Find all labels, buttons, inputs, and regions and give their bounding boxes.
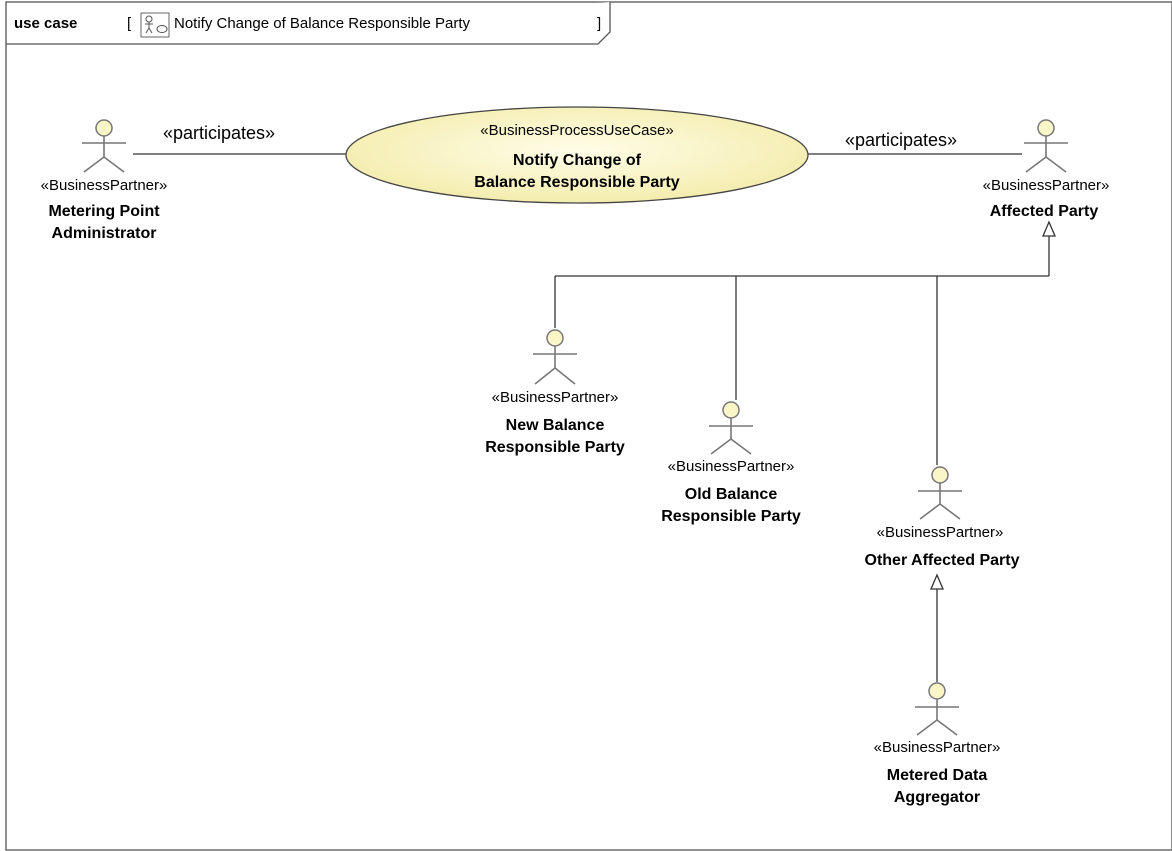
actor-stereotype: «BusinessPartner» — [668, 458, 795, 475]
actor-name-line2: Responsible Party — [661, 508, 801, 525]
actor-metered-data-aggregator[interactable]: «BusinessPartner» Metered Data Aggregato… — [874, 682, 1001, 806]
use-case-diagram-icon — [140, 12, 170, 38]
actor-name-line2: Administrator — [52, 225, 157, 242]
actor-icon — [533, 329, 577, 385]
generalization-arrowhead — [930, 573, 944, 590]
actor-stereotype: «BusinessPartner» — [41, 177, 168, 194]
actor-metering-point-administrator[interactable]: «BusinessPartner» Metering Point Adminis… — [41, 119, 168, 242]
actor-icon — [709, 401, 753, 455]
generalization-other-affected-party — [930, 573, 944, 682]
actor-stereotype: «BusinessPartner» — [874, 739, 1001, 756]
actor-icon — [918, 466, 962, 520]
actor-name-line2: Aggregator — [894, 789, 980, 806]
actor-icon — [82, 119, 126, 173]
actor-stereotype: «BusinessPartner» — [983, 177, 1110, 194]
actor-other-affected-party[interactable]: «BusinessPartner» Other Affected Party — [865, 466, 1020, 569]
frame-close-bracket: ] — [597, 15, 601, 32]
generalization-affected-party — [554, 220, 1056, 465]
actor-name-line1: Metered Data — [887, 767, 988, 784]
actor-name-line1: Affected Party — [990, 203, 1099, 220]
association-left-label: «participates» — [163, 123, 275, 143]
frame-keyword: use case — [14, 15, 77, 32]
use-case-name-line1: Notify Change of — [513, 152, 642, 169]
use-case-notify-change[interactable]: «BusinessProcessUseCase» Notify Change o… — [345, 106, 809, 204]
actor-name-line2: Responsible Party — [485, 439, 625, 456]
actor-old-balance-responsible-party[interactable]: «BusinessPartner» Old Balance Responsibl… — [661, 401, 801, 525]
actor-new-balance-responsible-party[interactable]: «BusinessPartner» New Balance Responsibl… — [485, 329, 625, 456]
actor-stereotype: «BusinessPartner» — [877, 524, 1004, 541]
actor-icon — [1024, 119, 1068, 173]
generalization-arrowhead — [1042, 220, 1056, 237]
actor-stereotype: «BusinessPartner» — [492, 389, 619, 406]
actor-name-line1: Metering Point — [48, 203, 160, 220]
use-case-name-line2: Balance Responsible Party — [474, 174, 680, 191]
actor-name-line1: Old Balance — [685, 486, 778, 503]
actor-icon — [915, 682, 959, 736]
use-case-stereotype: «BusinessProcessUseCase» — [480, 122, 673, 139]
frame-title: Notify Change of Balance Responsible Par… — [174, 15, 471, 32]
frame-open-bracket: [ — [127, 15, 132, 32]
association-right-label: «participates» — [845, 130, 957, 150]
actor-name-line1: Other Affected Party — [865, 552, 1020, 569]
actor-affected-party[interactable]: «BusinessPartner» Affected Party — [983, 119, 1110, 220]
use-case-ellipse — [345, 106, 809, 204]
actor-name-line1: New Balance — [506, 417, 605, 434]
